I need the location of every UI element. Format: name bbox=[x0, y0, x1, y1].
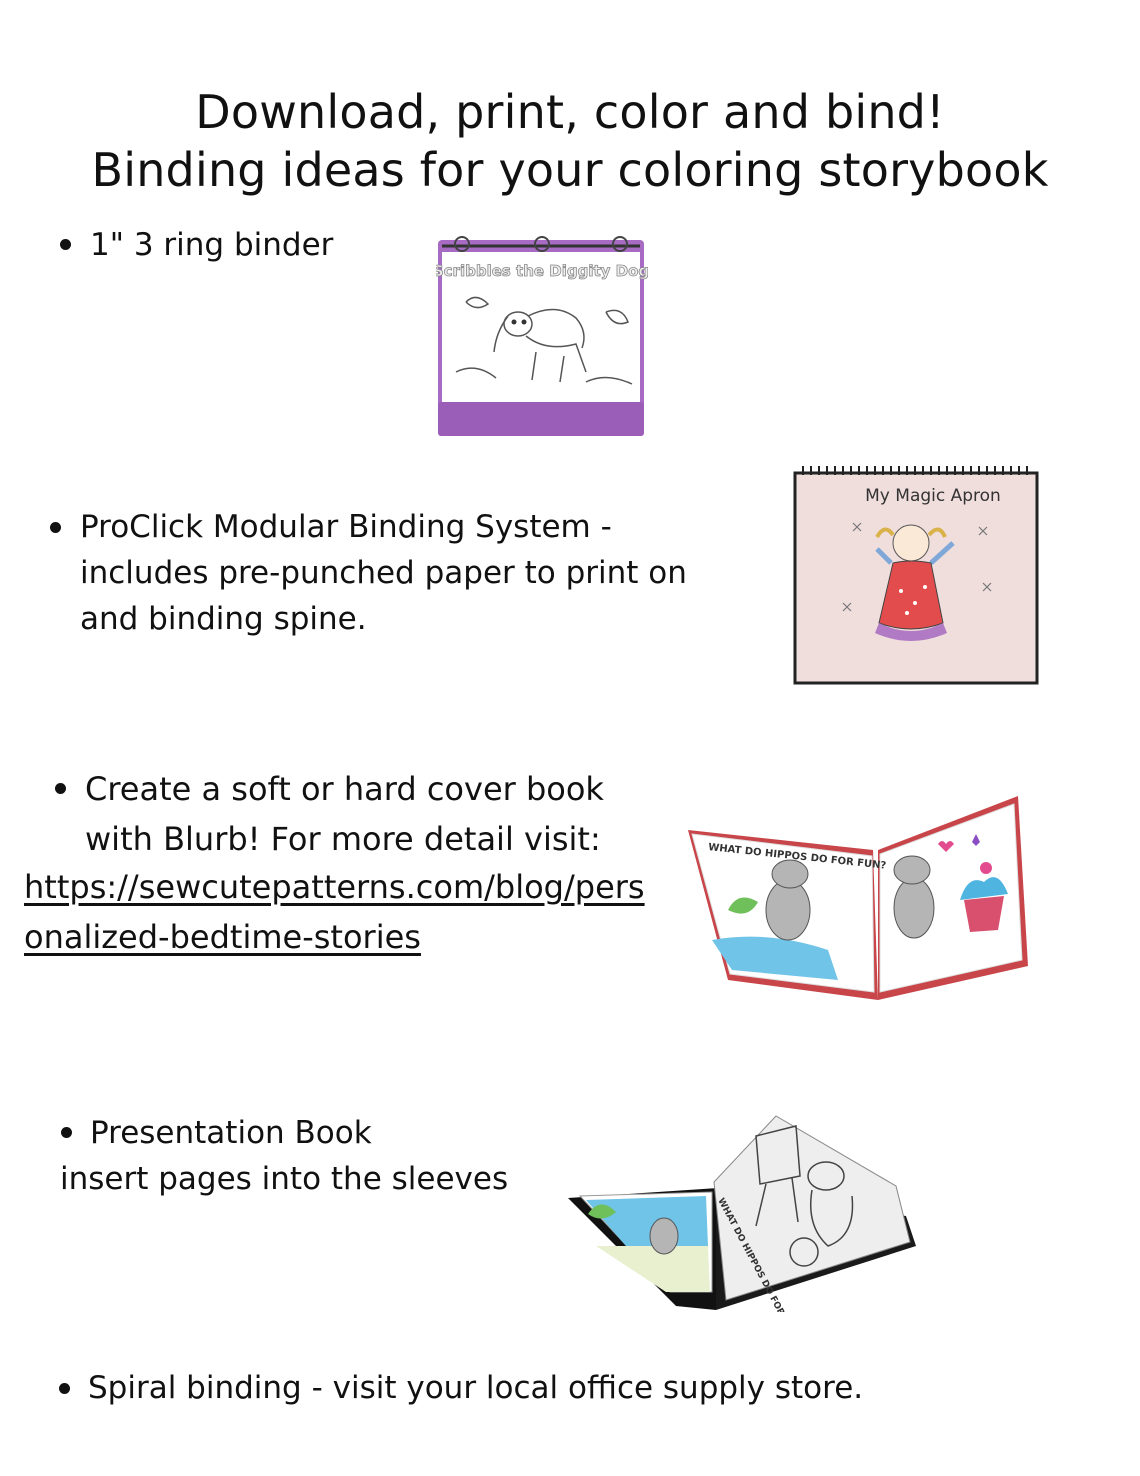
bullet-dot bbox=[61, 1127, 72, 1138]
apron-cover-label: My Magic Apron bbox=[865, 486, 1001, 506]
title-line-2: Binding ideas for your coloring storyboo… bbox=[91, 142, 1049, 197]
item-presentation-book: Presentation Book bbox=[90, 1115, 372, 1151]
presentation-subtext: insert pages into the sleeves bbox=[60, 1161, 509, 1197]
hardcover-book-image: WHAT DO HIPPOS DO FOR FUN? bbox=[688, 796, 1028, 1000]
presentation-book-image: WHAT DO HIPPOS DO FOR FUN? bbox=[568, 1115, 916, 1312]
title-line-1: Download, print, color and bind! bbox=[195, 84, 945, 139]
item-spiral-binding: Spiral binding - visit your local office… bbox=[88, 1370, 864, 1406]
page-title: Download, print, color and bind! Binding… bbox=[0, 83, 1140, 199]
bullet-dot bbox=[50, 522, 61, 533]
item-proclick: ProClick Modular Binding System - includ… bbox=[80, 509, 687, 637]
bullet-dot bbox=[60, 239, 71, 250]
magic-apron-image: My Magic Apron bbox=[793, 466, 1039, 685]
item-blurb: Create a soft or hard cover book with Bl… bbox=[85, 770, 604, 858]
item-ring-binder: 1" 3 ring binder bbox=[90, 227, 334, 263]
blurb-link[interactable]: https://sewcutepatterns.com/blog/persona… bbox=[24, 868, 645, 956]
bullet-dot bbox=[59, 1383, 70, 1394]
binder-cover-label: Scribbles the Diggity Dog bbox=[436, 262, 648, 280]
bullet-dot bbox=[55, 783, 66, 794]
ring-binder-image: Scribbles the Diggity Dog bbox=[436, 236, 648, 436]
